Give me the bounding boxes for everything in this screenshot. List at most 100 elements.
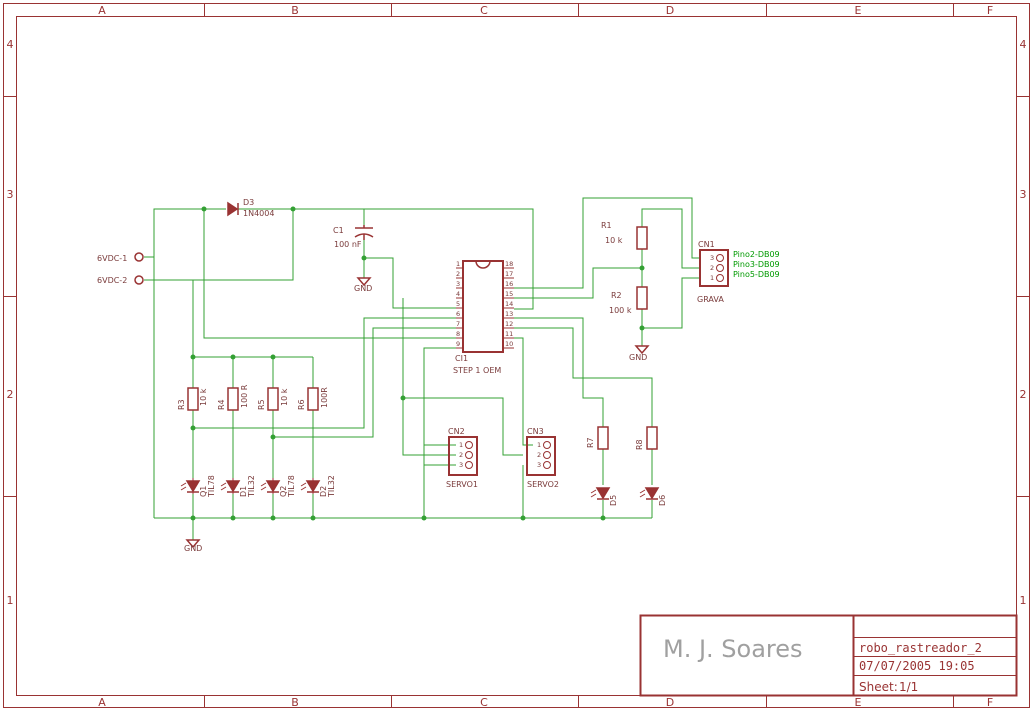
cn1-pin-label: 2: [710, 264, 714, 272]
junction-dot: [400, 395, 406, 401]
label-r2-value: 100 k: [609, 306, 632, 315]
label-d3-ref: D3: [243, 198, 254, 207]
ci1-pin-label: 7: [456, 320, 460, 328]
gnd-symbol-main: [185, 539, 201, 549]
power-input-6vdc-2: [134, 275, 144, 285]
led-d6: [639, 487, 660, 500]
junction-dot: [600, 515, 606, 521]
label-r2-ref: R2: [611, 291, 622, 300]
label-q1-value: TIL78: [207, 475, 216, 498]
cn2-pin-label: 1: [459, 441, 463, 449]
wires: [144, 197, 700, 540]
col-label-bottom-f: F: [987, 696, 993, 709]
resistor-r8: [646, 426, 658, 450]
chip-ci1: [456, 260, 514, 353]
label-cn3-value: SERVO2: [527, 480, 559, 489]
col-label-top-f: F: [987, 4, 993, 17]
ci1-pin-label: 6: [456, 310, 460, 318]
row-label-right-2: 2: [1020, 388, 1027, 401]
label-r5-ref: R5: [257, 399, 266, 410]
resistor-r4: [227, 387, 239, 411]
label-gnd-main: GND: [184, 544, 202, 553]
label-cn2-value: SERVO1: [446, 480, 478, 489]
label-r6-value: 100R: [320, 387, 329, 408]
label-ci1-ref: CI1: [455, 354, 468, 363]
junction-dot: [230, 515, 236, 521]
col-label-bottom-a: A: [98, 696, 106, 709]
label-c1-value: 100 nF: [334, 240, 362, 249]
resistor-r1: [636, 226, 648, 250]
cn3-pin-label: 1: [537, 441, 541, 449]
junction-dot: [361, 255, 367, 261]
label-q2-value: TIL78: [287, 475, 296, 498]
label-r1-value: 10 k: [605, 236, 623, 245]
cn3-pin-label: 3: [537, 461, 541, 469]
col-label-bottom-d: D: [666, 696, 674, 709]
row-label-left-3: 3: [7, 188, 14, 201]
junction-dot: [270, 354, 276, 360]
col-label-top-a: A: [98, 4, 106, 17]
junction-dot: [230, 354, 236, 360]
title-block: M. J. Soares robo_rastreador_2 07/07/200…: [639, 614, 1018, 697]
ci1-pin-label: 16: [505, 280, 513, 288]
cn2-pin-label: 3: [459, 461, 463, 469]
label-d2-value: TIL32: [327, 475, 336, 498]
label-q1-ref: Q1: [199, 486, 208, 497]
label-c1-ref: C1: [333, 226, 344, 235]
col-label-bottom-c: C: [480, 696, 488, 709]
label-gnd-r2: GND: [629, 353, 647, 362]
net-labels: Pino2-DB09 Pino3-DB09 Pino5-DB09: [733, 250, 780, 279]
cn3-pin-label: 2: [537, 451, 541, 459]
label-d5-ref: D5: [609, 495, 618, 506]
col-label-top-d: D: [666, 4, 674, 17]
led-d2: [300, 478, 321, 494]
label-d1-value: TIL32: [247, 475, 256, 498]
label-d2-ref: D2: [319, 486, 328, 497]
ci1-pin-label: 1: [456, 260, 460, 268]
junction-dot: [190, 515, 196, 521]
col-label-top-e: E: [855, 4, 862, 17]
resistor-r7: [597, 426, 609, 450]
phototransistor-q1: [180, 478, 201, 494]
label-d3-value: 1N4004: [243, 209, 274, 218]
net-label-pino3: Pino3-DB09: [733, 260, 780, 269]
ci1-pin-label: 8: [456, 330, 460, 338]
ci1-pin-label: 2: [456, 270, 460, 278]
row-label-right-4: 4: [1020, 38, 1027, 51]
ci1-pin-label: 13: [505, 310, 513, 318]
label-r3-value: 10 k: [199, 388, 208, 406]
label-6vdc-2: 6VDC-2: [97, 276, 127, 285]
row-label-right-1: 1: [1020, 594, 1027, 607]
cn1-pin-label: 3: [710, 254, 714, 262]
resistor-r3: [187, 387, 199, 411]
label-6vdc-1: 6VDC-1: [97, 254, 127, 263]
title-sheet-value: 1/1: [899, 680, 918, 694]
junction-dot: [520, 515, 526, 521]
label-r8-ref: R8: [635, 439, 644, 450]
resistor-r2: [636, 286, 648, 310]
diode-d3: [227, 201, 239, 217]
resistor-r5: [267, 387, 279, 411]
junction-dot: [190, 354, 196, 360]
ci1-pin-label: 15: [505, 290, 513, 298]
label-cn3-ref: CN3: [527, 427, 544, 436]
label-gnd-c1: GND: [354, 284, 372, 293]
cn1-pin-label: 1: [710, 274, 714, 282]
label-r6-ref: R6: [297, 399, 306, 410]
junction-dot: [270, 515, 276, 521]
ci1-pin-label: 10: [505, 340, 513, 348]
col-label-top-c: C: [480, 4, 488, 17]
label-cn1-value: GRAVA: [697, 295, 724, 304]
connector-cn2: [448, 436, 478, 476]
label-r4-ref: R4: [217, 399, 226, 410]
col-label-bottom-e: E: [855, 696, 862, 709]
ci1-pin-numbers: 1 2 3 4 5 6 7 8 9 18 17 16 15 14 13 12 1…: [456, 260, 513, 348]
drawing-frame: [3, 3, 1030, 708]
junction-dot: [270, 434, 276, 440]
phototransistor-q2: [260, 478, 281, 494]
label-cn2-ref: CN2: [448, 427, 465, 436]
ci1-pin-label: 4: [456, 290, 460, 298]
row-label-left-2: 2: [7, 388, 14, 401]
ci1-pin-label: 5: [456, 300, 460, 308]
label-d6-ref: D6: [658, 495, 667, 506]
